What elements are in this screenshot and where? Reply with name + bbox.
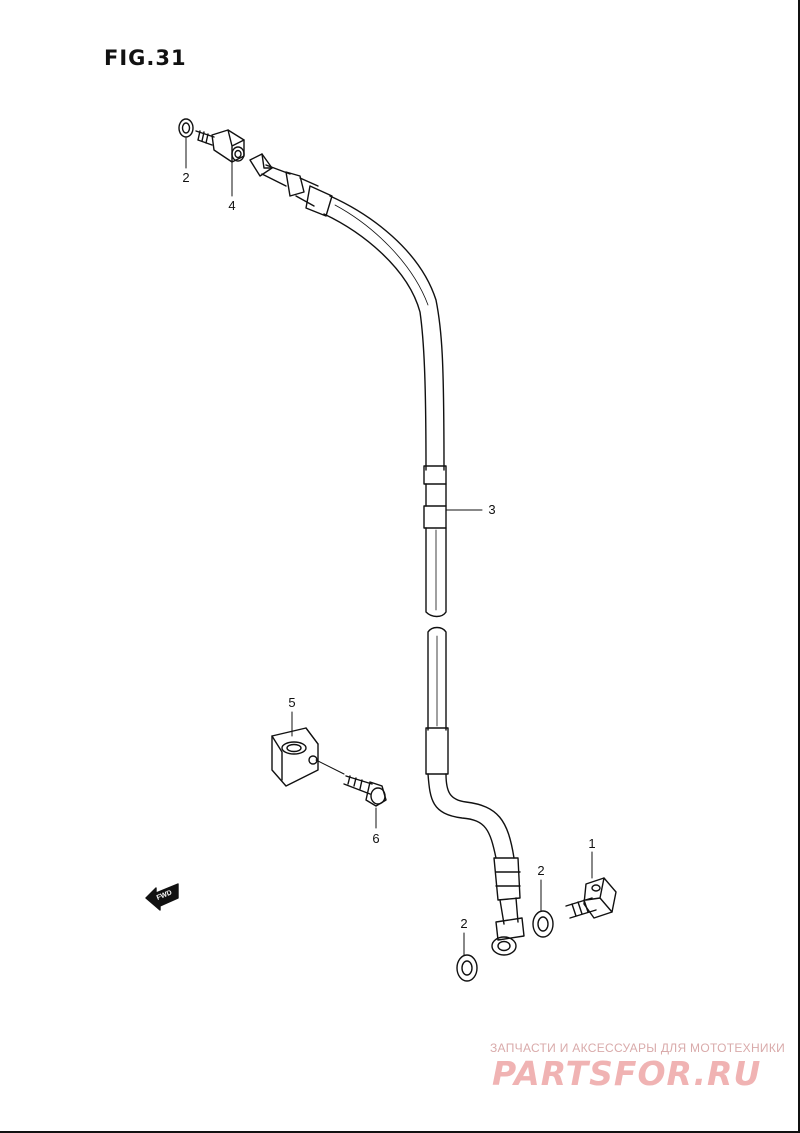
brake-hose-part-3 <box>323 195 525 956</box>
figure-title: FIG.31 <box>104 46 187 70</box>
leader-lines <box>185 137 593 956</box>
hose-top-fitting <box>249 153 333 217</box>
hose-clamp-part-5 <box>271 727 319 787</box>
callout-4: 4 <box>228 198 235 213</box>
callout-6: 6 <box>372 831 379 846</box>
callout-1: 1 <box>588 836 595 851</box>
union-bolt-part-1 <box>565 877 617 919</box>
watermark-logo: PARTSFOR.RU <box>492 1054 762 1093</box>
callout-2-bottom: 2 <box>460 916 467 931</box>
clamp-bolt-part-6 <box>343 775 387 807</box>
watermark-subtitle: ЗАПЧАСТИ И АКСЕССУАРЫ ДЛЯ МОТОТЕХНИКИ <box>490 1041 786 1055</box>
union-bolt-part-4 <box>195 129 245 163</box>
callout-2-mid: 2 <box>537 863 544 878</box>
callout-2-top: 2 <box>182 170 189 185</box>
washer-bottom <box>456 954 478 982</box>
washer-top <box>178 118 194 138</box>
washer-mid <box>532 910 554 938</box>
callout-5: 5 <box>288 695 295 710</box>
callout-3: 3 <box>488 502 495 517</box>
fwd-arrow-icon <box>145 883 179 911</box>
